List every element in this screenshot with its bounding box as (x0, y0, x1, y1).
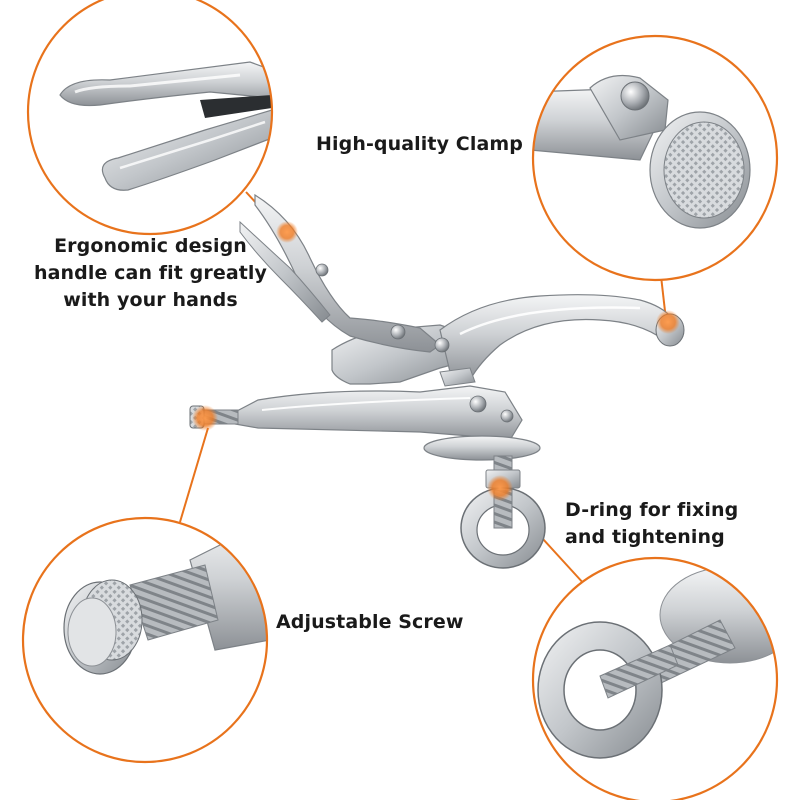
callout-screw-label: Adjustable Screw (276, 611, 464, 633)
callout-clamp-label: High-quality Clamp (316, 133, 523, 155)
rivet-4 (469, 395, 487, 413)
callout-d-ring: D-ring for fixing and tightening (565, 497, 740, 551)
zoom-circle-screw (21, 516, 269, 764)
callout-dring-line-1: D-ring for fixing (565, 499, 739, 521)
connector-screw (179, 427, 209, 523)
callout-ergonomic-line-2: handle can fit greatly (33, 262, 268, 284)
rivet-3 (434, 337, 450, 353)
marker-dring (487, 475, 513, 501)
marker-screw (192, 405, 218, 431)
callout-ergonomic-handle: Ergonomic design handle can fit greatly … (28, 233, 273, 314)
marker-handle (276, 221, 298, 243)
callout-adjustable-screw: Adjustable Screw (276, 609, 464, 636)
rivet-5 (500, 409, 514, 423)
zoom-circle-dring (531, 556, 779, 800)
marker-clamp (656, 310, 680, 334)
callout-high-quality-clamp: High-quality Clamp (316, 131, 523, 158)
zoom-circle-clamp (531, 34, 779, 282)
zoom-circle-handle (26, 0, 274, 236)
rivet-2 (390, 324, 406, 340)
rivet-1 (315, 263, 329, 277)
callout-ergonomic-line-1: Ergonomic design (54, 235, 247, 257)
callout-dring-line-2: and tightening (565, 526, 725, 548)
focus-markers (192, 221, 680, 501)
callout-ergonomic-line-3: with your hands (63, 289, 238, 311)
